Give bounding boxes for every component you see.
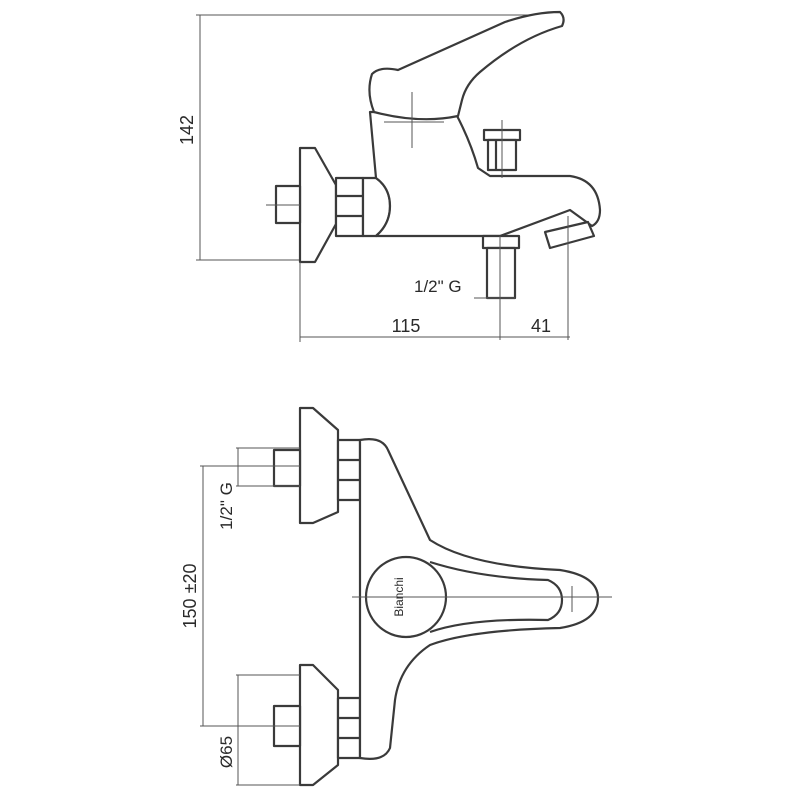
diverter-knob <box>482 120 522 178</box>
lever-slot <box>429 560 564 634</box>
lower-flange <box>298 663 340 787</box>
mixer-body-main <box>368 110 602 238</box>
top-view: Bianchi 1/2" G 150 ±20 Ø65 <box>180 406 612 787</box>
spout-projection-label: 41 <box>531 316 551 336</box>
upper-inlet-fitting <box>272 448 302 488</box>
height-dimension-label: 142 <box>177 115 197 145</box>
upper-hex-nut <box>336 438 362 502</box>
centre-distance-label: 150 ±20 <box>180 564 200 629</box>
side-inlet-thread-label: 1/2" G <box>414 277 462 296</box>
side-view: 142 <box>177 10 602 342</box>
flange-diameter-label: Ø65 <box>217 736 236 768</box>
spout-outlet <box>543 220 596 250</box>
height-dimension: 142 <box>177 14 560 261</box>
handle-brand-label: Bianchi <box>392 577 406 616</box>
hex-nut <box>334 176 365 238</box>
horizontal-dimensions: 115 41 <box>299 262 570 342</box>
top-inlet-thread-label: 1/2" G <box>217 482 236 530</box>
wall-flange <box>298 146 338 264</box>
lower-hex-nut <box>336 696 362 760</box>
shower-connector <box>481 234 521 340</box>
wall-to-spout-label: 115 <box>392 316 421 336</box>
lever-handle <box>368 10 565 121</box>
top-mixer-body <box>358 438 600 760</box>
upper-flange <box>298 406 340 525</box>
